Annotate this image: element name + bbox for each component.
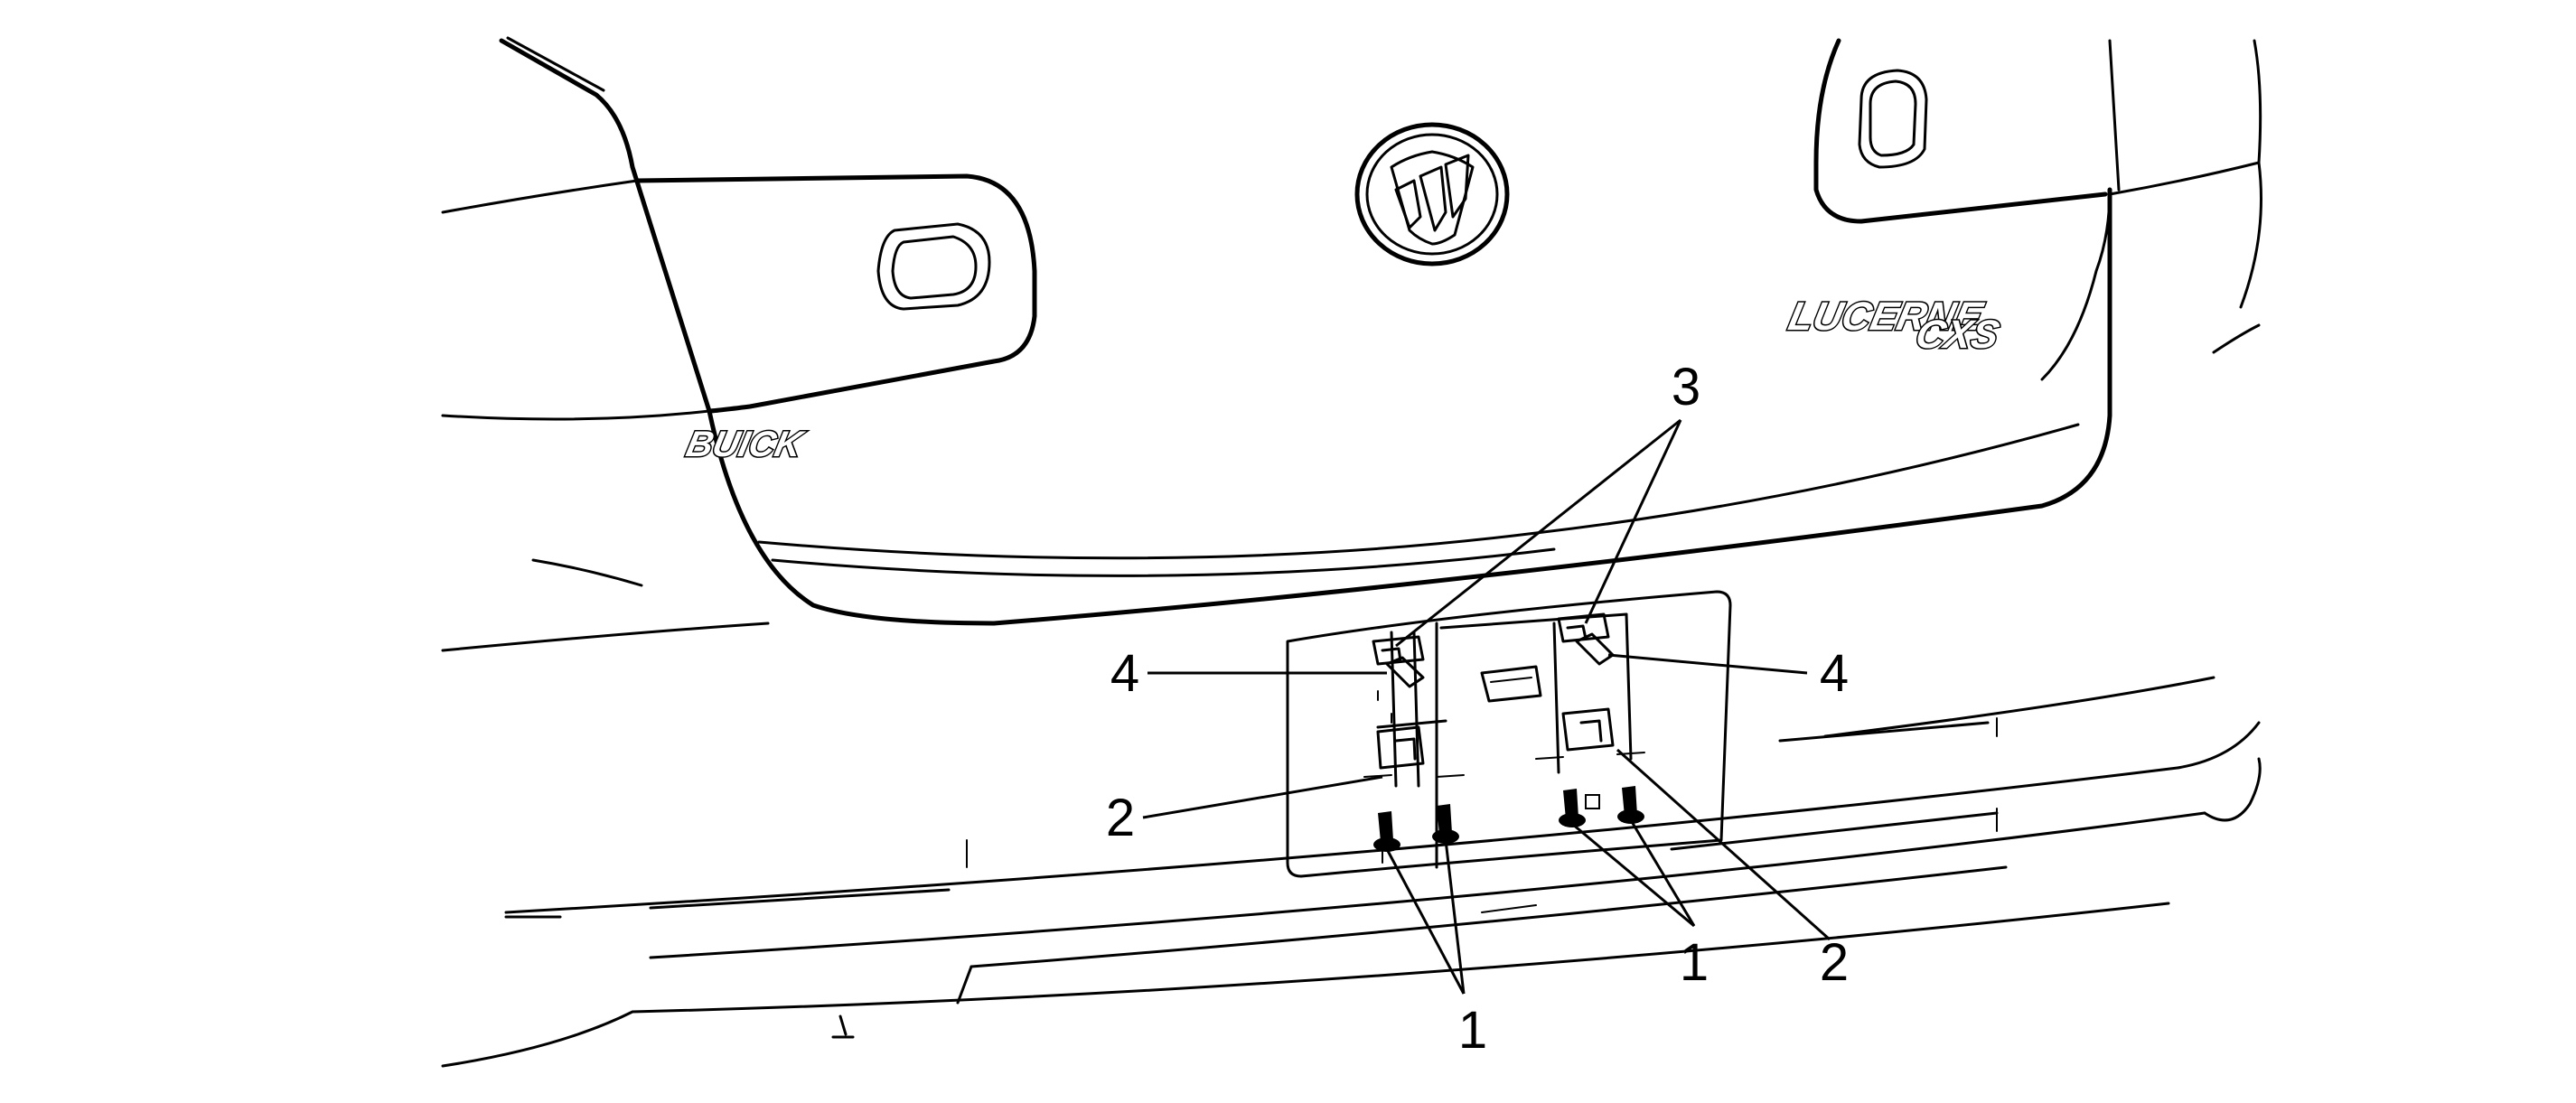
bolt-3 (1559, 789, 1586, 827)
bolt-1 (1373, 811, 1400, 852)
bolt-4 (1617, 786, 1644, 824)
callout-1-left: 1 (1458, 1001, 1487, 1060)
callout-4-right: 4 (1820, 644, 1849, 703)
bolt-2 (1432, 804, 1459, 844)
callout-2-right: 2 (1820, 933, 1849, 992)
lucerne-badge: LUCERNE (1784, 294, 1987, 338)
plate-lamp-left (1385, 656, 1425, 688)
buick-badge: BUICK (683, 423, 809, 463)
plate-lamp-right (1575, 632, 1615, 666)
callout-2-left: 2 (1106, 789, 1135, 847)
vehicle-rear-body (441, 36, 2262, 1068)
leader-lines (1142, 418, 1831, 995)
tri-shield-emblem (1354, 122, 1510, 266)
callout-1-right: 1 (1680, 933, 1709, 992)
callout-4-left: 4 (1110, 644, 1139, 703)
callout-3: 3 (1672, 358, 1700, 416)
cxs-badge: CXS (1912, 313, 2003, 356)
